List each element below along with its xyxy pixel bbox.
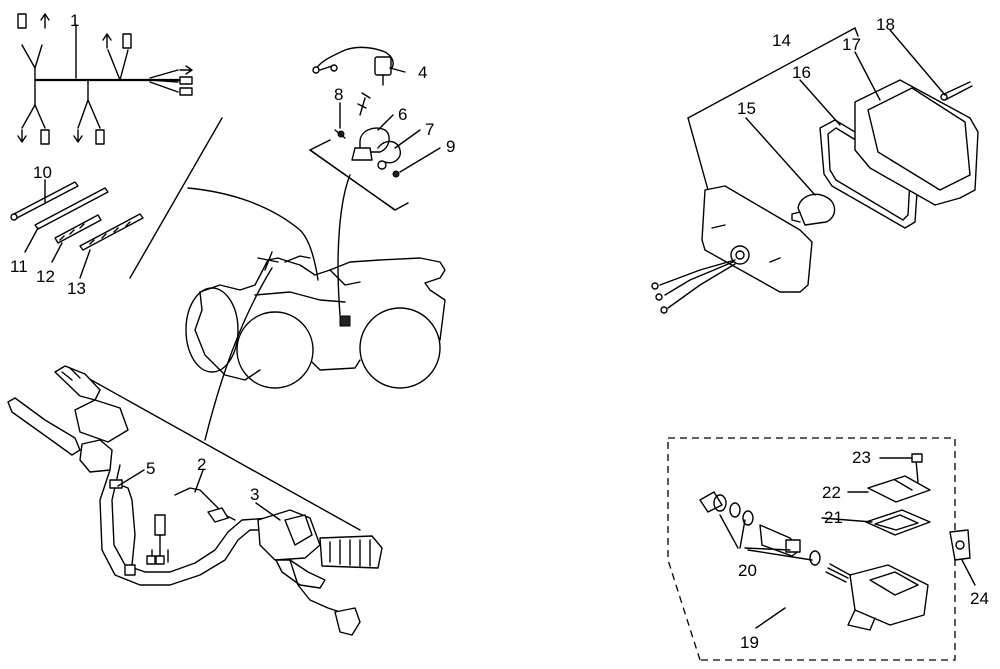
callout-22: 22 — [822, 483, 841, 502]
callout-19: 19 — [740, 633, 759, 652]
tail-light-assembly — [651, 27, 979, 314]
cable-ties — [10, 181, 144, 251]
callout-5: 5 — [146, 459, 155, 478]
callout-13: 13 — [67, 279, 86, 298]
callout-14: 14 — [772, 31, 791, 50]
handlebar-assembly — [7, 365, 383, 636]
callout-15: 15 — [737, 99, 756, 118]
callout-24: 24 — [970, 589, 989, 608]
atv-illustration — [185, 251, 446, 389]
callout-labels: 1 2 3 4 5 6 7 8 9 10 11 12 13 14 15 16 1… — [10, 11, 989, 652]
callout-20: 20 — [738, 561, 757, 580]
callout-18: 18 — [876, 15, 895, 34]
callout-8: 8 — [334, 85, 343, 104]
callout-4: 4 — [418, 63, 427, 82]
callout-11: 11 — [10, 257, 28, 276]
callout-7: 7 — [425, 120, 434, 139]
callout-10: 10 — [33, 163, 52, 182]
callout-16: 16 — [792, 63, 811, 82]
callout-17: 17 — [842, 35, 861, 54]
callout-12: 12 — [36, 267, 55, 286]
callout-23: 23 — [852, 448, 871, 467]
callout-1: 1 — [70, 11, 79, 30]
callout-21: 21 — [824, 508, 843, 527]
callout-2: 2 — [197, 455, 206, 474]
wiring-harness — [17, 13, 193, 145]
callout-6: 6 — [398, 105, 407, 124]
master-cylinder-kit — [667, 437, 971, 661]
callout-3: 3 — [250, 485, 259, 504]
ignition-switch-assembly — [309, 46, 409, 211]
callout-leaders — [24, 24, 976, 629]
callout-9: 9 — [446, 137, 455, 156]
